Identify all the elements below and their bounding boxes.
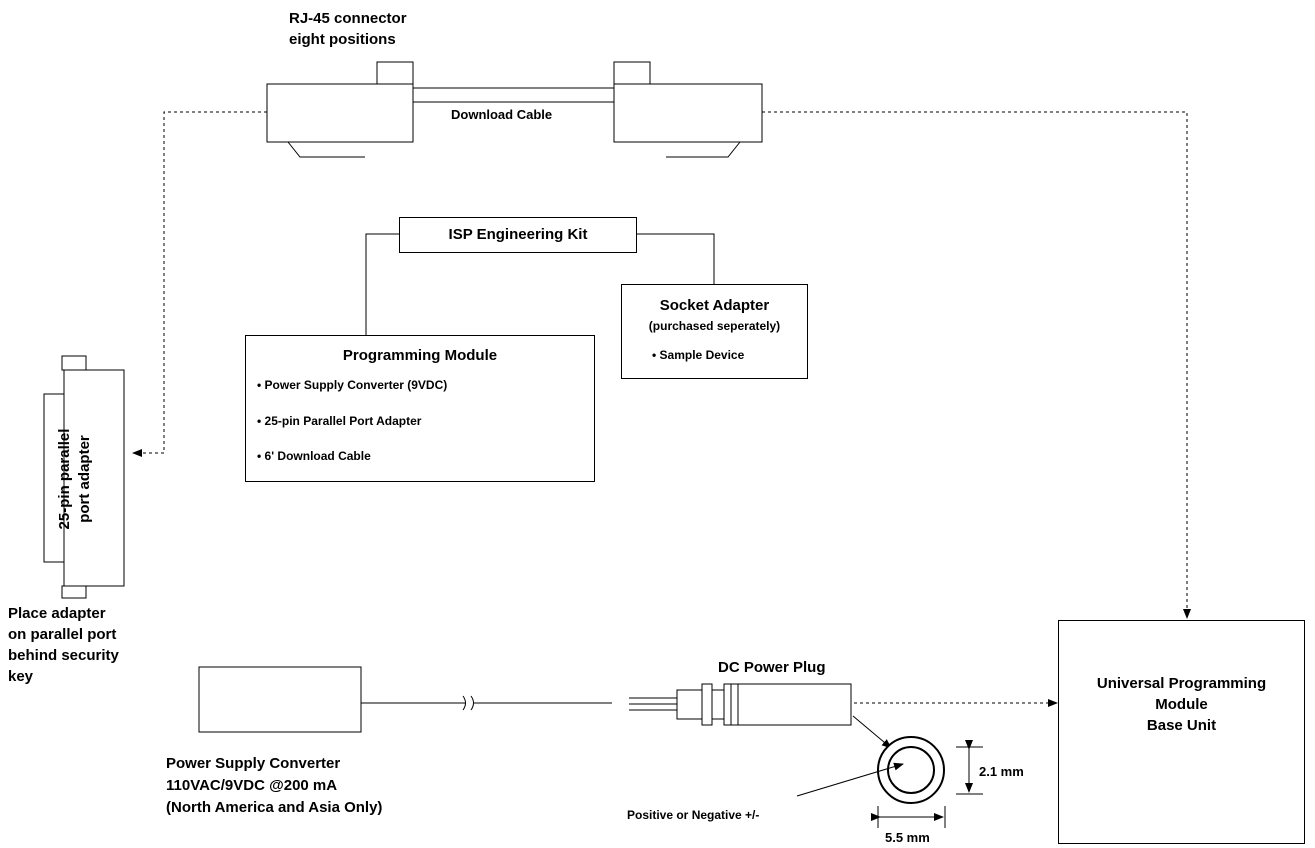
parallel-adapter-label-line-2: port adapter bbox=[76, 435, 93, 523]
rj45-label-line-2: eight positions bbox=[289, 31, 396, 48]
dimension-2-1mm bbox=[956, 740, 983, 795]
parallel-adapter-label-line-1: 25-pin parallel bbox=[56, 428, 73, 530]
isp-kit-box: ISP Engineering Kit bbox=[399, 217, 637, 253]
dashed-link-to-base-unit bbox=[762, 111, 1191, 619]
socket-adapter-subtitle: (purchased seperately) bbox=[648, 319, 781, 333]
base-unit-line-3: Base Unit bbox=[1146, 717, 1217, 734]
power-supply-label: Power Supply Converter 110VAC/9VDC @200 … bbox=[166, 753, 382, 819]
place-adapter-line-1: Place adapter bbox=[8, 605, 106, 622]
base-unit-line-1: Universal Programming bbox=[1096, 675, 1267, 692]
socket-adapter-title: Socket Adapter bbox=[659, 297, 770, 314]
base-unit-line-2: Module bbox=[1155, 696, 1208, 713]
plug-detail-arrow bbox=[852, 715, 892, 749]
download-cable-label: Download Cable bbox=[451, 107, 553, 122]
polarity-pointer bbox=[796, 762, 904, 797]
place-adapter-note: Place adapter on parallel port behind se… bbox=[8, 603, 119, 687]
rj45-label-line-1: RJ-45 connector bbox=[289, 10, 407, 27]
socket-adapter-item: • Sample Device bbox=[652, 348, 745, 362]
kit-connector-right bbox=[637, 233, 715, 284]
programming-module-item: • Power Supply Converter (9VDC) bbox=[257, 378, 448, 392]
isp-kit-label: ISP Engineering Kit bbox=[448, 226, 588, 243]
rj45-right-connector bbox=[613, 61, 763, 158]
rj45-label: RJ-45 connector eight positions bbox=[289, 8, 407, 50]
base-unit-box: Universal Programming Module Base Unit bbox=[1058, 620, 1305, 844]
polarity-label: Positive or Negative +/- bbox=[627, 808, 760, 822]
power-supply-line-3: (North America and Asia Only) bbox=[166, 799, 383, 816]
programming-module-title: Programming Module bbox=[342, 347, 498, 364]
power-supply-line-2: 110VAC/9VDC @200 mA bbox=[166, 777, 338, 794]
place-adapter-line-4: key bbox=[8, 668, 34, 685]
dc-power-plug-label: DC Power Plug bbox=[718, 659, 826, 676]
socket-adapter-box: Socket Adapter (purchased seperately) • … bbox=[621, 284, 808, 379]
dim-outer-label: 5.5 mm bbox=[885, 830, 930, 845]
power-cable bbox=[361, 695, 612, 711]
rj45-left-connector bbox=[266, 61, 414, 158]
programming-module-item-3: 6' Download Cable bbox=[264, 449, 371, 463]
download-cable-line bbox=[413, 87, 614, 103]
programming-module-box: Programming Module • Power Supply Conver… bbox=[245, 335, 595, 482]
power-supply-box bbox=[198, 666, 362, 733]
socket-adapter-item-text: Sample Device bbox=[659, 348, 745, 362]
plug-end-view bbox=[877, 736, 945, 804]
programming-module-item-2: 25-pin Parallel Port Adapter bbox=[264, 414, 422, 428]
kit-connector-left bbox=[365, 233, 399, 335]
power-supply-line-1: Power Supply Converter bbox=[166, 755, 341, 772]
dc-power-plug-shape bbox=[629, 683, 852, 726]
programming-module-item-1: Power Supply Converter (9VDC) bbox=[264, 378, 448, 392]
parallel-adapter-shape bbox=[43, 355, 125, 599]
base-unit-label: Universal Programming Module Base Unit bbox=[1059, 673, 1304, 736]
parallel-adapter-label: 25-pin parallel port adapter bbox=[55, 389, 97, 569]
place-adapter-line-2: on parallel port bbox=[8, 626, 117, 643]
dimension-5-5mm bbox=[871, 806, 946, 828]
programming-module-item: • 25-pin Parallel Port Adapter bbox=[257, 414, 422, 428]
place-adapter-line-3: behind security bbox=[8, 647, 119, 664]
programming-module-item: • 6' Download Cable bbox=[257, 449, 371, 463]
dim-inner-label: 2.1 mm bbox=[979, 764, 1024, 779]
